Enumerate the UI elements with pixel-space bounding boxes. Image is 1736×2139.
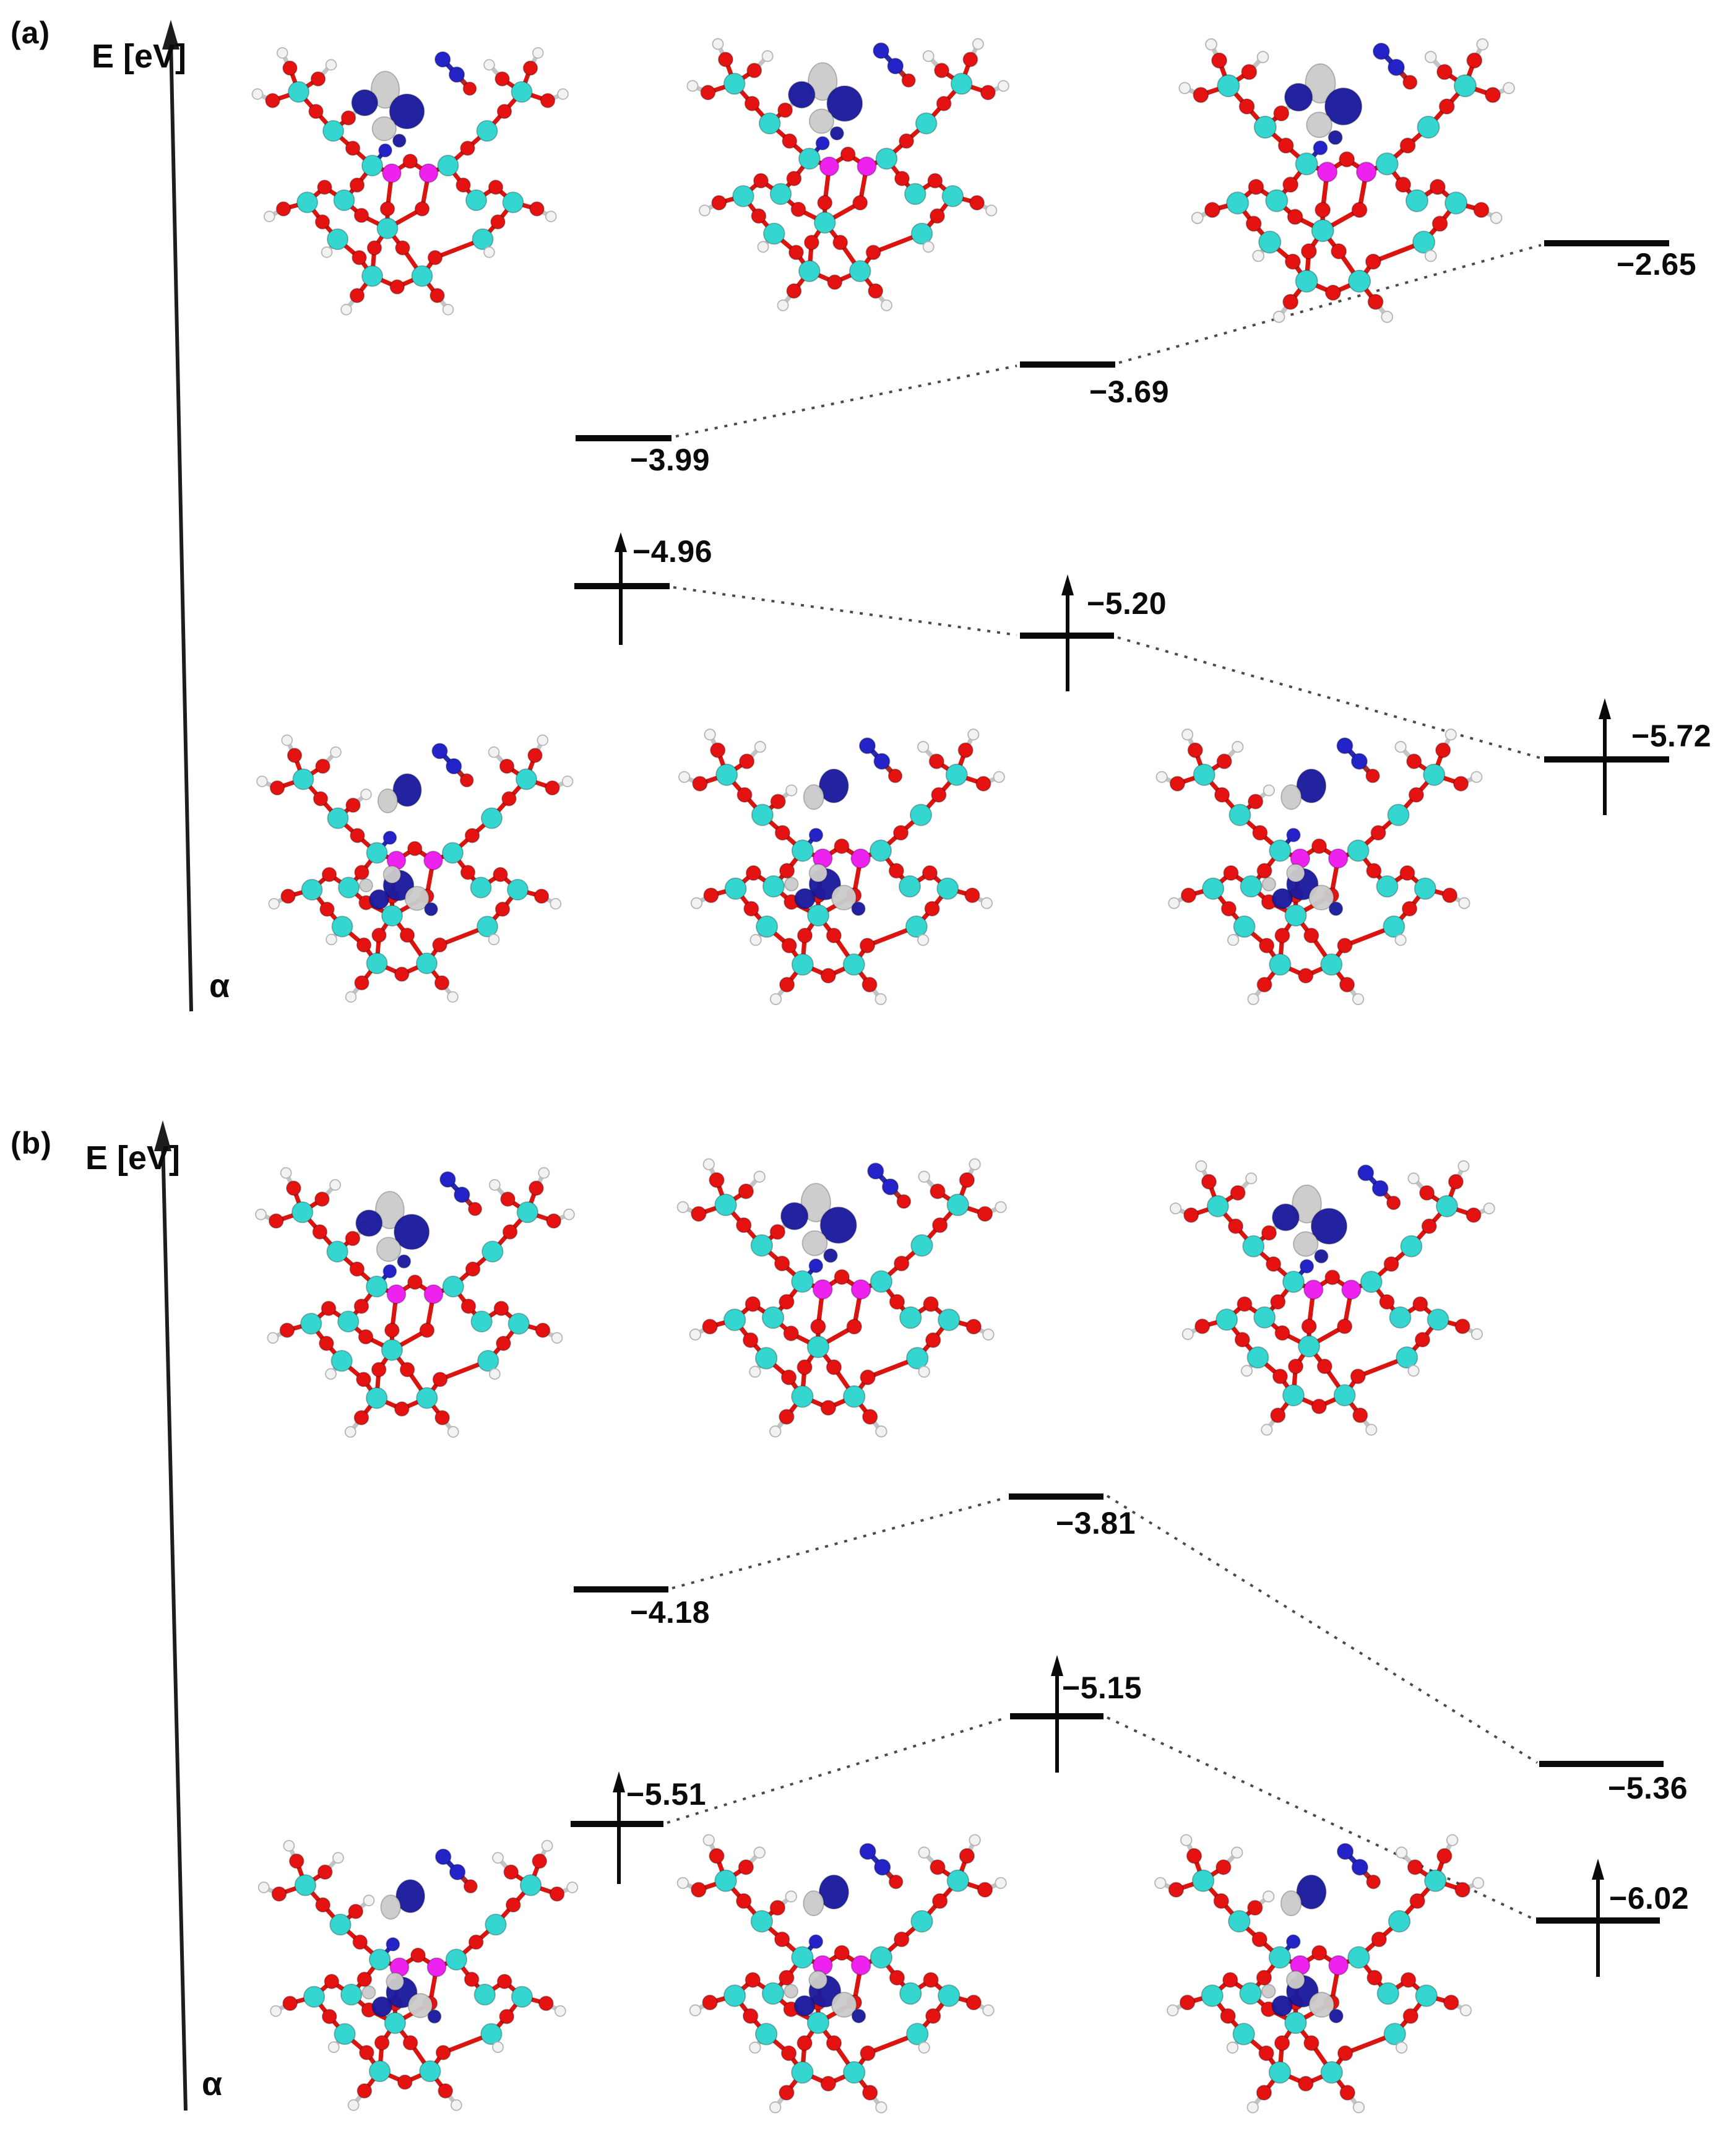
molecule-b-somo-2	[676, 1834, 1007, 2114]
panel-b-spin-label: α	[202, 2065, 223, 2102]
molecule-b-somo-1	[257, 1839, 579, 2111]
panel-a-axis	[162, 20, 193, 1012]
molecule-b-lumo-2	[676, 1158, 1007, 1438]
molecule-a-somo-2	[678, 728, 1005, 1005]
molecule-a-lumo-3	[1178, 38, 1515, 323]
spin-up-arrow-icon	[1592, 1859, 1604, 1977]
molecule-b-lumo-1	[255, 1167, 575, 1438]
spin-up-arrow-icon	[613, 1771, 625, 1884]
panel-b-axis	[154, 1120, 188, 2111]
molecule-a-somo-3	[1155, 728, 1483, 1005]
panel-b-spin-arrows	[613, 1655, 1604, 1977]
energy-label-b-somo-2: −5.15	[1062, 1670, 1142, 1705]
energy-label-b-lumo-2: −3.81	[1056, 1506, 1136, 1541]
molecule-a-somo-1	[256, 734, 574, 1003]
spin-up-arrow-icon	[1599, 698, 1611, 815]
panel-a-spin-arrows	[615, 532, 1611, 815]
energy-label-b-lumo-3: −5.36	[1608, 1771, 1688, 1805]
spin-up-arrow-icon	[615, 532, 627, 645]
panel-a-axis-label: E [eV]	[92, 38, 187, 75]
molecule-a-lumo-2	[686, 38, 1009, 311]
energy-label-a-somo-3: −5.72	[1631, 719, 1712, 753]
panel-b-dotted-connectors	[667, 1495, 1539, 1921]
energy-label-a-lumo-2: −3.69	[1089, 374, 1170, 409]
spin-up-arrow-icon	[1061, 574, 1074, 691]
panel-a-dotted-connectors	[673, 244, 1542, 759]
molecule-a-lumo-1	[251, 47, 569, 316]
panel-b-tag: (b)	[11, 1126, 52, 1160]
panel-b-axis-label: E [eV]	[85, 1139, 181, 1177]
panel-a-tag: (a)	[11, 15, 51, 50]
energy-label-a-lumo-1: −3.99	[630, 443, 710, 477]
panel-a-spin-label: α	[209, 967, 230, 1005]
energy-label-b-lumo-1: −4.18	[630, 1595, 710, 1630]
spin-up-arrow-icon	[1051, 1655, 1063, 1773]
energy-label-a-somo-1: −4.96	[633, 534, 713, 569]
energy-label-b-somo-3: −6.02	[1609, 1881, 1690, 1916]
energy-label-a-somo-2: −5.20	[1087, 586, 1167, 621]
molecule-b-somo-3	[1154, 1834, 1485, 2114]
energy-label-a-lumo-3: −2.65	[1617, 247, 1697, 282]
molecule-b-lumo-3	[1169, 1160, 1495, 1436]
energy-label-b-somo-1: −5.51	[626, 1777, 707, 1812]
